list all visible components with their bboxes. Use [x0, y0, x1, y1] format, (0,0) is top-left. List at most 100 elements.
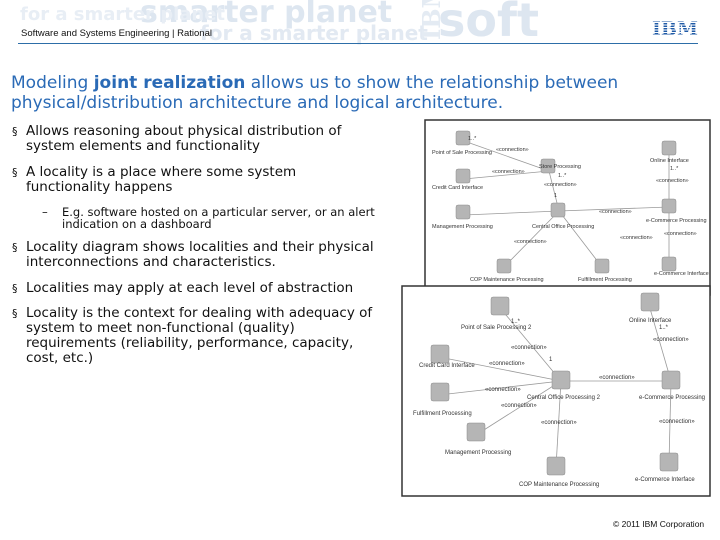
diagram-2-connectors: [438, 304, 672, 468]
bullet-marker: §: [12, 125, 18, 138]
node-label: Credit Card Interface: [419, 363, 475, 369]
connection-label: «connection»: [489, 361, 525, 367]
node-icon: [661, 140, 677, 156]
bullet-2: § A locality is a place where some syste…: [12, 165, 296, 195]
connection-label: «connection»: [656, 178, 689, 184]
header-banner: smarter planet for a smarter planet soft…: [0, 0, 720, 46]
bullet-1-line-1: Allows reasoning about physical distribu…: [26, 123, 342, 139]
connection-label: «connection»: [599, 375, 635, 381]
diagram-1-nodes: [455, 130, 677, 274]
node-icon: [661, 256, 677, 272]
connection-label: «connection»: [514, 239, 547, 245]
bullet-5-line-2: system to meet non-functional (quality): [26, 320, 295, 336]
node-icon: [466, 422, 486, 442]
node-label: Point of Sale Processing 2: [461, 325, 532, 331]
connection-label: «connection»: [659, 419, 695, 425]
bullet-1: § Allows reasoning about physical distri…: [12, 124, 341, 154]
banner-word-2: for a smarter planet: [200, 21, 428, 45]
node-icon: [496, 258, 512, 274]
bullet-5-line-4: cost, etc.): [26, 350, 94, 366]
connection-label: «connection»: [496, 147, 529, 153]
node-icon: [455, 130, 471, 146]
node-label: Credit Card Interface: [432, 185, 483, 191]
connection-label: «connection»: [544, 182, 577, 188]
node-icon: [430, 344, 450, 364]
node-icon: [551, 370, 571, 390]
multiplicity-label: 1..*: [558, 173, 567, 179]
node-label: Online Interface: [629, 318, 672, 324]
connection-label: «connection»: [653, 337, 689, 343]
bullet-3: § Locality diagram shows localities and …: [12, 240, 374, 270]
title-text-post: allows us to show the relationship betwe…: [11, 73, 619, 113]
banner-watermark: smarter planet for a smarter planet soft…: [20, 0, 539, 46]
node-label: Central Office Processing: [532, 224, 594, 230]
diagram-1-connectors: [463, 140, 670, 268]
connection-label: «connection»: [485, 387, 521, 393]
node-label: Online Interface: [650, 158, 689, 164]
node-icon: [661, 370, 681, 390]
banner-word-5: for a smarter planet: [20, 4, 225, 25]
bullet-marker: §: [12, 166, 18, 179]
node-label: Point of Sale Processing: [432, 150, 492, 156]
banner-word-3: soft: [438, 0, 539, 46]
connection-label: «connection»: [599, 209, 632, 215]
node-label: Fulfillment Processing: [413, 411, 472, 417]
bullet-1-line-2: system elements and functionality: [26, 138, 260, 154]
connection-label: «connection»: [664, 231, 697, 237]
multiplicity-label: 1: [554, 193, 557, 199]
title-text-pre: Modeling: [11, 73, 94, 93]
node-icon: [550, 202, 566, 218]
diagram-1-labels: Point of Sale Processing Store Processin…: [432, 136, 709, 283]
dash-marker: –: [42, 205, 48, 219]
node-icon: [430, 382, 450, 402]
bullet-marker: §: [12, 282, 18, 295]
node-icon: [455, 204, 471, 220]
ibm-logo-text: IBM: [652, 18, 698, 38]
connection-label: «connection»: [501, 403, 537, 409]
title-text-bold: joint realization: [93, 73, 246, 93]
bullet-5-line-1: Locality is the context for dealing with…: [26, 305, 373, 321]
ibm-logo: IBM: [652, 18, 698, 38]
node-label: Fulfillment Processing: [578, 277, 632, 283]
slide-title: Modeling joint realization allows us to …: [11, 73, 661, 113]
connection-label: «connection»: [511, 345, 547, 351]
header-rule: [18, 43, 698, 44]
node-icon: [640, 292, 660, 312]
node-label: Management Processing: [445, 450, 511, 456]
sub-bullet-1: – E.g. software hosted on a particular s…: [42, 206, 375, 230]
bullet-marker: §: [12, 241, 18, 254]
node-icon: [490, 296, 510, 316]
node-icon: [546, 456, 566, 476]
node-icon: [594, 258, 610, 274]
node-label: Central Office Processing 2: [527, 395, 601, 401]
sub-bullet-1-line-2: indication on a dashboard: [62, 217, 212, 231]
node-label: e-Commerce Interface: [635, 477, 695, 483]
bullet-marker: §: [12, 307, 18, 320]
multiplicity-label: 1..*: [511, 319, 521, 325]
sub-bullet-1-line-1: E.g. software hosted on a particular ser…: [62, 205, 375, 219]
connection-label: «connection»: [541, 420, 577, 426]
bullet-2-line-1: A locality is a place where some system: [26, 164, 297, 180]
node-label: Management Processing: [432, 224, 493, 230]
multiplicity-label: 1..*: [670, 166, 679, 172]
diagram-2-nodes: [430, 292, 681, 476]
node-label: e-Commerce Interface: [654, 271, 709, 277]
locality-diagram-2: Point of Sale Processing 2 Online Interf…: [401, 285, 711, 497]
bullet-2-line-2: functionality happens: [26, 179, 173, 195]
bullet-5-line-3: requirements (reliability, performance, …: [26, 335, 354, 351]
node-label: COP Maintenance Processing: [470, 277, 544, 283]
locality-diagram-1: Point of Sale Processing Store Processin…: [424, 119, 711, 296]
node-icon: [455, 168, 471, 184]
multiplicity-label: 1: [549, 357, 553, 363]
node-label: Store Processing: [539, 164, 581, 170]
breadcrumb: Software and Systems Engineering | Ratio…: [21, 28, 212, 39]
bullet-3-line-1: Locality diagram shows localities and th…: [26, 239, 374, 255]
bullet-3-line-2: interconnections and characteristics.: [26, 254, 276, 270]
node-icon: [661, 198, 677, 214]
node-label: e-Commerce Processing: [646, 218, 707, 224]
bullet-4: § Localities may apply at each level of …: [12, 281, 353, 296]
node-icon: [659, 452, 679, 472]
node-icon: [540, 158, 556, 174]
connection-label: «connection»: [620, 235, 653, 241]
bullet-4-line-1: Localities may apply at each level of ab…: [26, 280, 354, 296]
